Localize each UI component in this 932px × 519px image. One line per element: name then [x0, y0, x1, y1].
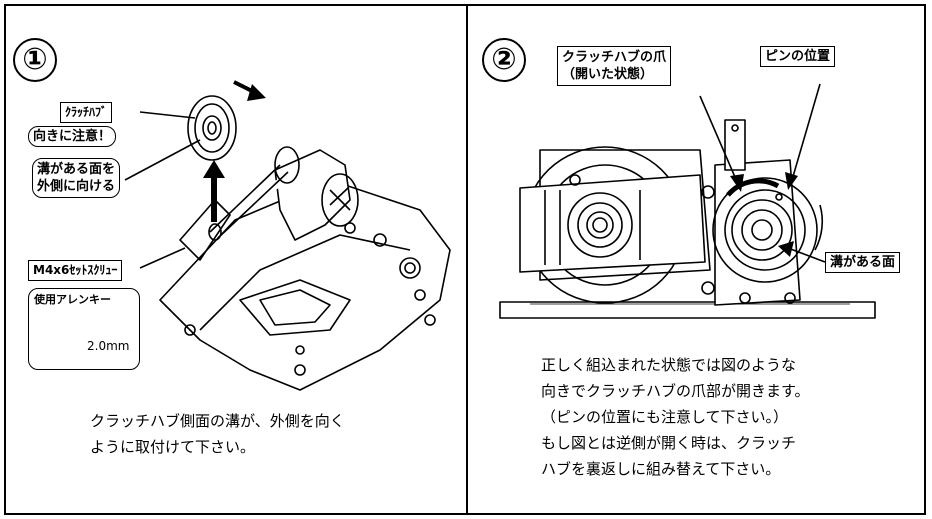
claw-label-line-2: （開いた状態）: [562, 67, 654, 82]
clutch-hub-label: ｸﾗｯﾁﾊﾌﾞ: [60, 102, 113, 123]
groove-face-label: 溝がある面: [825, 252, 901, 273]
hex-key-title: 使用アレンキー: [34, 293, 111, 306]
panel-1-caption-line-1: クラッチハブ側面の溝が、外側を向く: [90, 412, 345, 430]
panel-2-caption-line-1: 正しく組込まれた状態では図のような: [541, 356, 797, 374]
orientation-warning-label: 向きに注意！: [28, 126, 117, 147]
panel-2-caption-line-4: もし図とは逆側が開く時は、クラッチ: [541, 434, 797, 452]
hex-key-size: 2.0mm: [87, 339, 130, 353]
panel-2-caption: 正しく組込まれた状態では図のような 向きでクラッチハブの爪部が開きます。 （ピン…: [541, 352, 810, 482]
chassis-illustration: [159, 146, 451, 391]
step-number-2: ②: [482, 38, 526, 82]
groove-instruction-line-1: 溝がある面を: [37, 162, 116, 177]
gearbox-illustration: [499, 119, 876, 319]
hex-key-box: 使用アレンキー 2.0mm: [28, 288, 140, 370]
clutch-claw-label: クラッチハブの爪 （開いた状態）: [557, 46, 672, 86]
claw-label-line-1: クラッチハブの爪: [562, 50, 667, 65]
clutch-hub-illustration: [187, 95, 237, 161]
set-screw-label: M4x6ｾｯﾄｽｸﾘｭｰ: [28, 260, 123, 281]
panel-2-caption-line-3: （ピンの位置にも注意して下さい。）: [541, 408, 789, 426]
step-number-1: ①: [13, 38, 57, 82]
panel-divider: [466, 4, 468, 515]
instruction-frame: [4, 4, 926, 515]
panel-2-caption-line-2: 向きでクラッチハブの爪部が開きます。: [541, 382, 810, 400]
groove-face-instruction: 溝がある面を 外側に向ける: [32, 158, 121, 198]
panel-2-caption-line-5: ハブを裏返しに組み替えて下さい。: [541, 460, 781, 478]
panel-1-caption: クラッチハブ側面の溝が、外側を向く ように取付けて下さい。: [90, 408, 345, 460]
pin-position-label: ピンの位置: [760, 46, 836, 67]
panel-1-caption-line-2: ように取付けて下さい。: [90, 438, 256, 456]
groove-instruction-line-2: 外側に向ける: [37, 179, 116, 194]
